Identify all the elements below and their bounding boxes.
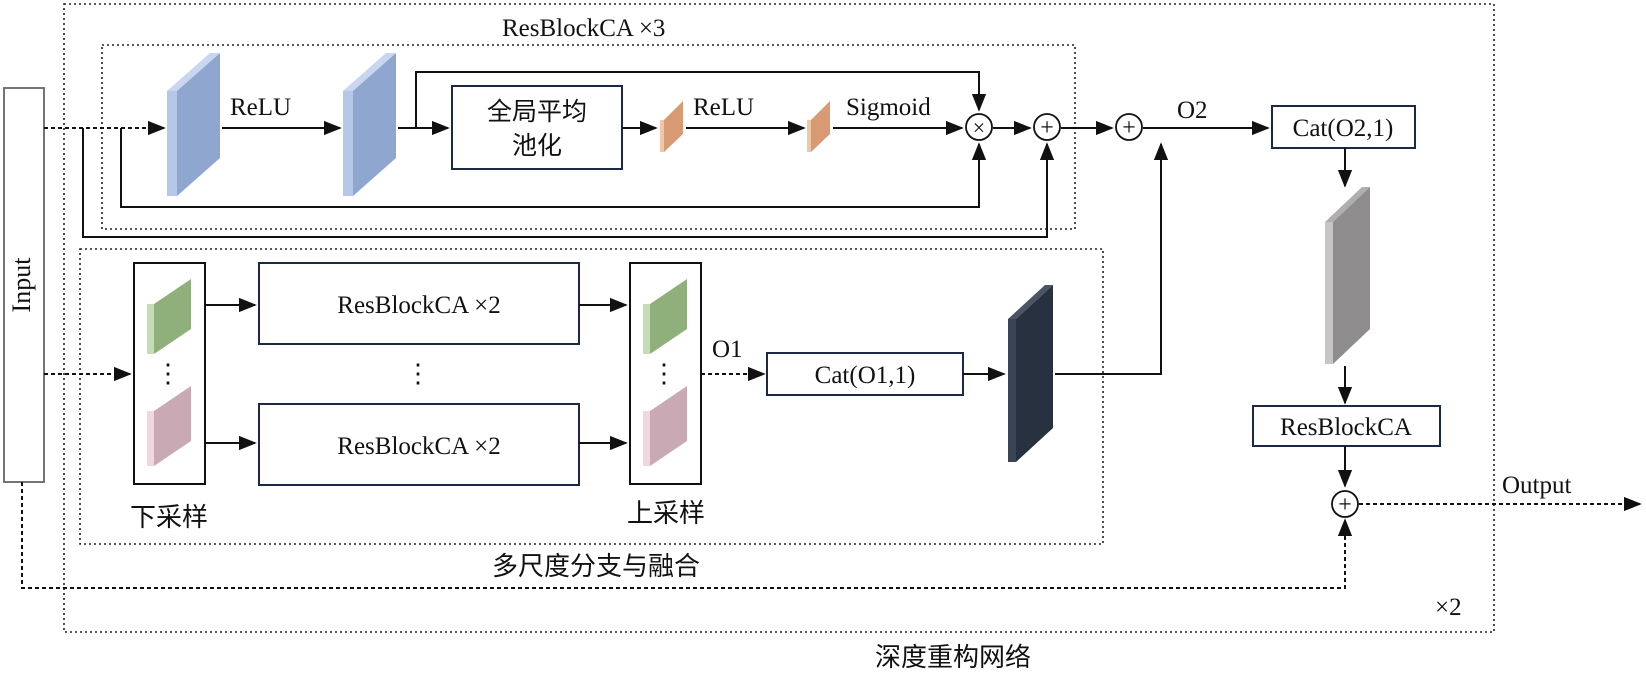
feature-map-orange-2 bbox=[807, 101, 830, 152]
x2-label: ×2 bbox=[1435, 594, 1462, 621]
input-bar bbox=[3, 87, 45, 483]
plus-symbol-2: + bbox=[1122, 115, 1136, 141]
plus-node-2 bbox=[1115, 113, 1143, 141]
plus-node-1 bbox=[1033, 113, 1061, 141]
cat-o1-label: Cat(O1,1) bbox=[815, 362, 916, 389]
feature-map-dark bbox=[1008, 285, 1053, 462]
resblock-ca-x3-boundary bbox=[101, 44, 1076, 230]
plus-node-final bbox=[1331, 490, 1359, 518]
global-avg-pool-line1: 全局平均 bbox=[487, 97, 587, 126]
resblock-ca-box bbox=[1252, 405, 1441, 447]
o2-label: O2 bbox=[1177, 97, 1208, 124]
relu-label-2: ReLU bbox=[693, 94, 754, 121]
global-avg-pool-line2: 池化 bbox=[512, 131, 562, 160]
multiply-symbol: × bbox=[973, 115, 985, 140]
cat-o1-box bbox=[766, 352, 964, 396]
o1-label: O1 bbox=[712, 336, 743, 363]
feature-map-green-up bbox=[643, 279, 687, 354]
resblock-ca-x3-label: ResBlockCA ×3 bbox=[502, 15, 665, 42]
feature-map-gray bbox=[1325, 187, 1370, 364]
down-ellipsis: ⋮ bbox=[155, 359, 181, 388]
multiscale-boundary bbox=[79, 248, 1104, 545]
global-skip-connection bbox=[21, 482, 1353, 589]
mid-ellipsis: ⋮ bbox=[405, 359, 431, 388]
relu-label-1: ReLU bbox=[230, 94, 291, 121]
multiscale-label: 多尺度分支与融合 bbox=[492, 552, 700, 582]
downsample-container bbox=[133, 262, 206, 485]
arrow-dark-to-plus bbox=[1055, 142, 1169, 375]
downsample-label: 下采样 bbox=[130, 503, 208, 533]
cat-o2-label: Cat(O2,1) bbox=[1293, 115, 1394, 142]
output-label: Output bbox=[1502, 472, 1572, 499]
feature-map-pink-up bbox=[643, 386, 687, 466]
up-ellipsis: ⋮ bbox=[651, 359, 677, 388]
multiply-node bbox=[965, 113, 993, 141]
resblock-ca-label: ResBlockCA bbox=[1280, 414, 1412, 441]
feature-map-green-down bbox=[147, 279, 191, 354]
global-avg-pool-box bbox=[451, 85, 623, 170]
deep-reconstruction-boundary bbox=[63, 3, 1495, 633]
resblock-ca-x2-box-top bbox=[258, 262, 580, 345]
resblock-ca-x2-label-bottom: ResBlockCA ×2 bbox=[337, 433, 500, 460]
plus-symbol-1: + bbox=[1040, 115, 1054, 141]
plus-symbol-final: + bbox=[1338, 492, 1352, 518]
cat-o2-box bbox=[1271, 105, 1416, 149]
feature-map-pink-down bbox=[147, 386, 191, 466]
sigmoid-label: Sigmoid bbox=[846, 94, 931, 121]
feature-map-blue-2 bbox=[343, 53, 396, 196]
resblock-ca-x2-box-bottom bbox=[258, 403, 580, 486]
deep-recon-label: 深度重构网络 bbox=[875, 643, 1031, 673]
top-branch-arrows bbox=[44, 71, 1270, 238]
resblock-ca-x2-label-top: ResBlockCA ×2 bbox=[337, 292, 500, 319]
input-label: Input bbox=[7, 257, 36, 313]
feature-map-blue-1 bbox=[167, 53, 220, 196]
upsample-label: 上采样 bbox=[627, 499, 705, 529]
feature-map-orange-1 bbox=[660, 101, 683, 152]
